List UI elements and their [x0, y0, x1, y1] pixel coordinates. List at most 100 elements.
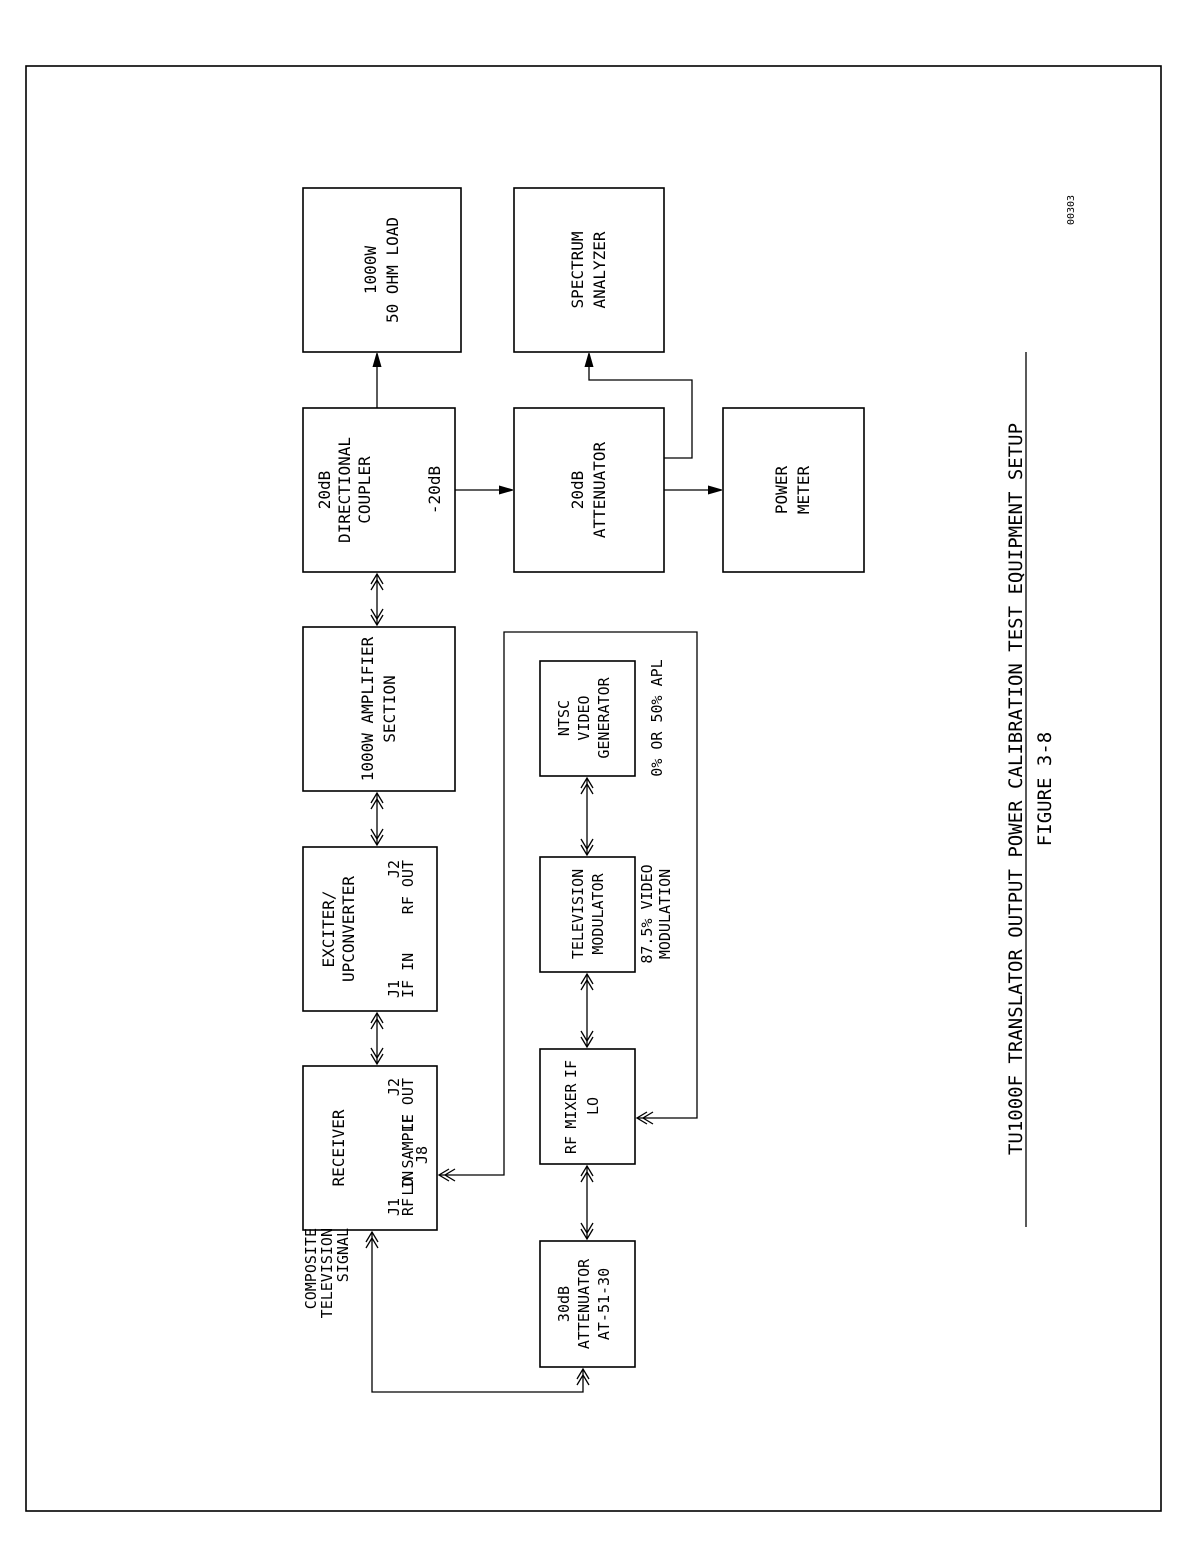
svg-text:MODULATION: MODULATION [656, 869, 674, 959]
composite-signal-note: COMPOSITE TELEVISION SIGNAL [302, 1228, 352, 1318]
svg-text:20dB: 20dB [315, 471, 334, 510]
drawing-number: 00303 [1066, 195, 1077, 225]
svg-text:00303: 00303 [1066, 195, 1077, 225]
figure-caption-title: TU1000F TRANSLATOR OUTPUT POWER CALIBRAT… [1005, 423, 1027, 1155]
receiver-rfin-label: RF IN [399, 1171, 417, 1216]
svg-text:IF OUT: IF OUT [399, 1078, 417, 1132]
svg-text:RECEIVER: RECEIVER [329, 1109, 348, 1186]
mixer-if-label: IF [562, 1060, 580, 1078]
svg-text:SECTION: SECTION [380, 675, 399, 742]
svg-text:J2: J2 [385, 860, 403, 878]
load-label: 1000W 50 OHM LOAD [361, 217, 402, 323]
svg-text:30dB: 30dB [555, 1286, 573, 1322]
svg-text:METER: METER [794, 466, 813, 515]
receiver-box [302, 1065, 438, 1231]
svg-text:1000W AMPLIFIER: 1000W AMPLIFIER [358, 636, 377, 781]
attenuator-20db-box [513, 407, 665, 573]
exciter-box [302, 846, 438, 1012]
svg-text:ATTENUATOR: ATTENUATOR [575, 1258, 593, 1349]
svg-text:RF IN: RF IN [399, 1171, 417, 1216]
attenuator-30db-label: 30dB ATTENUATOR AT-51-30 [555, 1258, 613, 1349]
svg-text:0% OR 50% APL: 0% OR 50% APL [648, 659, 666, 776]
receiver-title: RECEIVER [329, 1109, 348, 1186]
directional-coupler-label: 20dB DIRECTIONAL COUPLER [315, 437, 374, 543]
svg-text:SIGNAL: SIGNAL [334, 1228, 352, 1282]
spectrum-analyzer-label: SPECTRUM ANALYZER [568, 231, 609, 308]
mixer-tvmod-connection [580, 972, 594, 1049]
svg-text:GENERATOR: GENERATOR [595, 676, 613, 758]
attenuator-to-spectrum-arrow [589, 354, 693, 459]
exciter-ifin-label: IF IN [399, 953, 417, 998]
svg-text:UPCONVERTER: UPCONVERTER [339, 876, 358, 982]
amplifier-label: 1000W AMPLIFIER SECTION [358, 636, 399, 781]
tvmod-ntsc-connection [580, 776, 594, 857]
amplifier-coupler-connection [370, 572, 384, 627]
svg-text:POWER: POWER [772, 466, 791, 515]
load-box [302, 187, 462, 353]
svg-text:ATTENUATOR: ATTENUATOR [590, 441, 609, 538]
coupler-port-label: -20dB [425, 466, 444, 514]
exciter-amplifier-connection [370, 791, 384, 847]
svg-text:TELEVISION: TELEVISION [318, 1228, 336, 1318]
ntsc-generator-box [539, 660, 636, 777]
exciter-label: EXCITER/ UPCONVERTER [319, 876, 358, 982]
receiver-j2-label: J2 [385, 1078, 403, 1096]
svg-text:J1: J1 [385, 980, 403, 998]
svg-text:IF: IF [562, 1060, 580, 1078]
svg-text:RF OUT: RF OUT [399, 860, 417, 914]
svg-text:SPECTRUM: SPECTRUM [568, 231, 587, 308]
svg-text:TELEVISION: TELEVISION [569, 869, 587, 959]
svg-text:-20dB: -20dB [425, 466, 444, 514]
svg-text:TU1000F TRANSLATOR OUTPUT POWE: TU1000F TRANSLATOR OUTPUT POWER CALIBRAT… [1005, 423, 1027, 1155]
svg-text:LO: LO [584, 1097, 602, 1115]
svg-text:LO SAMPLE: LO SAMPLE [399, 1114, 417, 1195]
svg-text:50 OHM LOAD: 50 OHM LOAD [383, 217, 402, 323]
ntsc-generator-label: NTSC VIDEO GENERATOR [555, 676, 613, 758]
exciter-rfout-label: RF OUT [399, 860, 417, 914]
svg-text:RF: RF [562, 1136, 580, 1154]
composite-signal-loop [365, 1230, 590, 1393]
receiver-j1-label: J1 [385, 1198, 403, 1216]
power-meter-box [722, 407, 865, 573]
video-modulation-note: 87.5% VIDEO MODULATION [638, 864, 674, 963]
svg-text:COUPLER: COUPLER [355, 456, 374, 524]
svg-text:J8: J8 [413, 1146, 431, 1164]
exciter-j1-label: J1 [385, 980, 403, 998]
mixer-rf-label: RF [562, 1136, 580, 1154]
mixer-title: MIXER [562, 1082, 580, 1128]
power-meter-label: POWER METER [772, 466, 813, 515]
svg-text:COMPOSITE: COMPOSITE [302, 1228, 320, 1309]
svg-text:MIXER: MIXER [562, 1082, 580, 1128]
svg-text:J1: J1 [385, 1198, 403, 1216]
figure-number: FIGURE 3-8 [1034, 732, 1056, 846]
attenuator30-mixer-connection [580, 1164, 594, 1241]
tv-modulator-box [539, 856, 636, 973]
svg-text:J2: J2 [385, 1078, 403, 1096]
amplifier-box [302, 626, 456, 792]
svg-text:87.5% VIDEO: 87.5% VIDEO [638, 864, 656, 963]
apl-note: 0% OR 50% APL [648, 659, 666, 776]
spectrum-analyzer-box [513, 187, 665, 353]
receiver-losample-label: LO SAMPLE [399, 1114, 417, 1195]
svg-text:1000W: 1000W [361, 246, 380, 295]
exciter-j2-label: J2 [385, 860, 403, 878]
tv-modulator-label: TELEVISION MODULATOR [569, 869, 607, 959]
mixer-lo-label: LO [584, 1097, 602, 1115]
svg-text:IF IN: IF IN [399, 953, 417, 998]
lo-sample-loop [437, 631, 698, 1182]
receiver-j8-label: J8 [413, 1146, 431, 1164]
mixer-box [539, 1048, 636, 1165]
attenuator-30db-box [539, 1240, 636, 1368]
receiver-exciter-connection [370, 1011, 384, 1066]
svg-text:VIDEO: VIDEO [575, 695, 593, 740]
svg-text:NTSC: NTSC [555, 700, 573, 736]
svg-text:DIRECTIONAL: DIRECTIONAL [335, 437, 354, 543]
svg-text:20dB: 20dB [568, 471, 587, 510]
attenuator-20db-label: 20dB ATTENUATOR [568, 441, 609, 538]
svg-text:MODULATOR: MODULATOR [589, 872, 607, 954]
outer-frame [25, 65, 1162, 1512]
svg-text:ANALYZER: ANALYZER [590, 231, 609, 308]
svg-text:AT-51-30: AT-51-30 [595, 1268, 613, 1340]
